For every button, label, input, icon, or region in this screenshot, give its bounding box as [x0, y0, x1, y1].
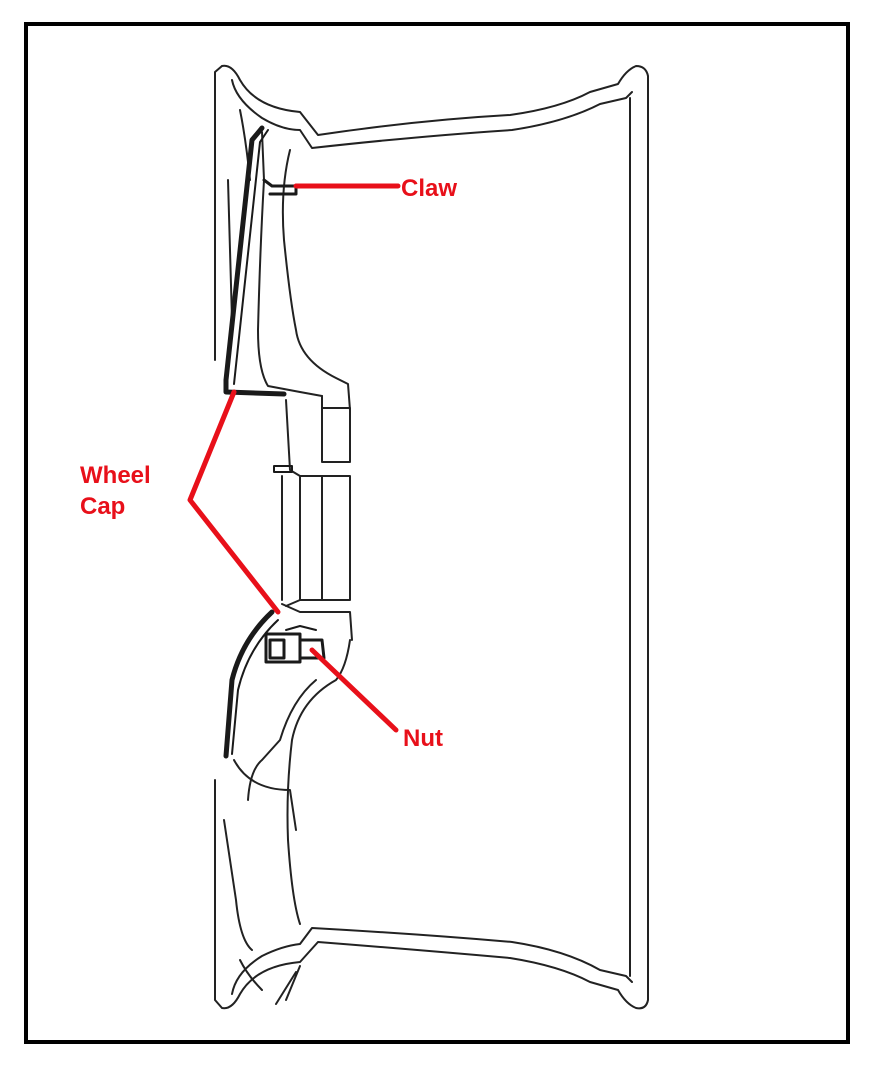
callout-leaders: [187, 183, 401, 733]
nut-label: Nut: [403, 725, 443, 752]
wheel-cap-label: Wheel Cap: [80, 460, 151, 522]
claw-label: Claw: [401, 175, 458, 202]
wheel-rim-outline: [214, 64, 649, 1010]
leader-line-wheel-cap: [187, 389, 281, 615]
wheel-cap-profile: [223, 125, 298, 759]
wheel-cap-label-line-2: Cap: [80, 493, 126, 520]
leader-line-nut: [309, 647, 399, 733]
diagram-frame: [24, 22, 850, 1044]
nut-detail: [264, 625, 326, 664]
wheel-cap-label-line-1: Wheel: [80, 462, 151, 489]
